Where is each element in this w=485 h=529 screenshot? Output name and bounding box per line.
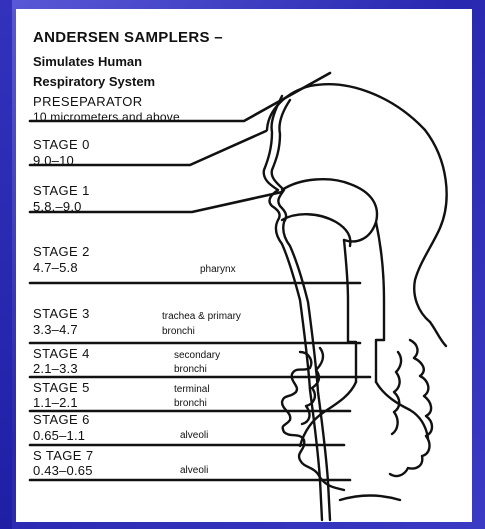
stage-range-0: 9.0–10: [33, 154, 74, 167]
stage-label-1: STAGE 1: [33, 184, 90, 197]
left-blue-band: [0, 0, 12, 529]
nasal-cavity: [282, 179, 377, 241]
stage-label-6: STAGE 6: [33, 413, 90, 426]
stage-label-5: STAGE 5: [33, 381, 90, 394]
stage-range-4: 2.1–3.3: [33, 362, 78, 375]
neck-back: [430, 322, 446, 346]
stage-label-4: STAGE 4: [33, 347, 90, 360]
bronchus-right: [376, 382, 428, 438]
diagram-subtitle-line1: Simulates Human: [33, 55, 142, 68]
stage-range-7: 0.43–0.65: [33, 464, 93, 477]
region-secondary-bronchi: bronchi: [174, 365, 207, 375]
region-alveoli-6: alveoli: [180, 431, 208, 441]
diagram-title: ANDERSEN SAMPLERS –: [33, 30, 223, 45]
head-profile-outer: [267, 84, 447, 322]
stage-range-preseparator: 10 micrometers and above: [33, 111, 180, 123]
stage-range-1: 5.8.–9.0: [33, 200, 82, 213]
pharynx-left: [344, 240, 348, 342]
pharynx-right: [376, 222, 384, 340]
stage-range-2: 4.7–5.8: [33, 261, 78, 274]
stage-label-3: STAGE 3: [33, 307, 90, 320]
region-terminal-bronchi: bronchi: [174, 399, 207, 409]
region-trachea-bronchi: bronchi: [162, 327, 195, 337]
bronchial-tree-right-inner: [392, 352, 401, 434]
lung-base: [340, 496, 400, 501]
oral-cavity: [282, 214, 350, 246]
stage-label-preseparator: PRESEPARATOR: [33, 95, 143, 108]
stage-label-2: STAGE 2: [33, 245, 90, 258]
stage-label-0: STAGE 0: [33, 138, 90, 151]
stage-label-7: S TAGE 7: [33, 449, 94, 462]
stage-range-5: 1.1–2.1: [33, 396, 78, 409]
bronchial-tree-right: [390, 340, 432, 476]
face-neck-outer: [264, 96, 322, 520]
region-terminal: terminal: [174, 385, 210, 395]
region-trachea: trachea & primary: [162, 312, 241, 322]
region-secondary: secondary: [174, 351, 220, 361]
diagram-sheet: ANDERSEN SAMPLERS – Simulates Human Resp…: [16, 9, 472, 522]
trachea-right: [376, 340, 384, 382]
diagram-subtitle-line2: Respiratory System: [33, 75, 155, 88]
stage-range-3: 3.3–4.7: [33, 323, 78, 336]
region-pharynx: pharynx: [200, 265, 236, 275]
stage-range-6: 0.65–1.1: [33, 429, 85, 442]
region-alveoli-7: alveoli: [180, 466, 208, 476]
